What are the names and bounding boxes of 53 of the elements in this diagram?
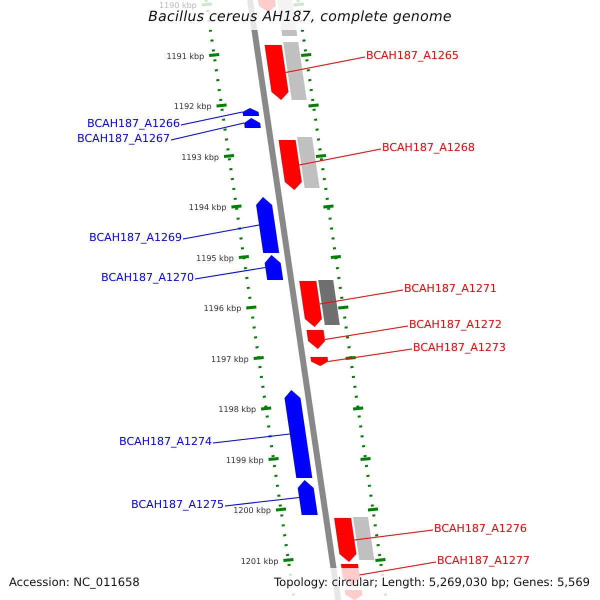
scale-label: 1196 kbp <box>204 303 242 315</box>
gene-label: BCAH187_A1270 <box>101 271 194 285</box>
scale-label: 1199 kbp <box>226 454 264 467</box>
gene-label: BCAH187_A1268 <box>382 141 475 155</box>
gene-label: BCAH187_A1275 <box>131 498 224 512</box>
gene-block <box>256 197 280 253</box>
leader-line <box>319 290 404 304</box>
gene-label: BCAH187_A1271 <box>404 282 497 296</box>
leader-line <box>324 326 408 340</box>
leader-line <box>170 122 245 140</box>
gene-block <box>284 390 312 478</box>
leader-line <box>298 148 382 166</box>
gene-label: BCAH187_A1272 <box>409 318 502 332</box>
scale-label: 1201 kbp <box>240 556 278 568</box>
gene-block <box>264 45 288 100</box>
accession-text: Accession: NC_011658 <box>9 575 140 589</box>
gene-label: BCAH187_A1267 <box>77 132 170 146</box>
gene-block <box>299 281 322 327</box>
scale-label: 1198 kbp <box>218 404 256 416</box>
scale-label: 1193 kbp <box>181 152 220 164</box>
gene-block <box>310 357 328 366</box>
scale-label: 1195 kbp <box>196 252 234 265</box>
gene-block <box>306 330 326 349</box>
leader-line <box>285 56 366 73</box>
gene-block <box>334 518 356 562</box>
scale-label: 1194 kbp <box>188 202 226 214</box>
leader-line <box>354 530 434 540</box>
leader-line <box>224 497 300 506</box>
gene-block <box>242 108 260 116</box>
scale-label: 1191 kbp <box>166 50 204 63</box>
gene-label: BCAH187_A1269 <box>89 231 182 245</box>
leader-line <box>359 562 436 576</box>
gene-block <box>278 140 302 190</box>
leader-line <box>180 112 243 126</box>
gene-label: BCAH187_A1273 <box>413 341 506 355</box>
scale-label: 1197 kbp <box>211 354 249 366</box>
gene-label: BCAH187_A1276 <box>434 522 527 536</box>
gene-label: BCAH187_A1265 <box>366 49 459 63</box>
gene-label: BCAH187_A1274 <box>119 435 212 449</box>
leader-line <box>182 224 260 240</box>
leader-line <box>212 434 290 444</box>
gene-block <box>264 255 284 280</box>
scale-label: 1192 kbp <box>174 101 212 113</box>
genome-title: Bacillus cereus AH187, complete genome <box>147 10 453 24</box>
leader-line <box>194 267 266 280</box>
gene-label: BCAH187_A1266 <box>87 117 180 131</box>
genome-summary-text: Topology: circular; Length: 5,269,030 bp; Genes: 5,569 <box>274 575 590 589</box>
gene-label: BCAH187_A1277 <box>437 554 530 568</box>
scale-label: 1200 kbp <box>233 505 271 517</box>
gene-block <box>298 480 318 515</box>
scale-label: 1190 kbp <box>159 0 197 10</box>
leader-line <box>328 348 412 362</box>
gene-block <box>244 118 261 128</box>
